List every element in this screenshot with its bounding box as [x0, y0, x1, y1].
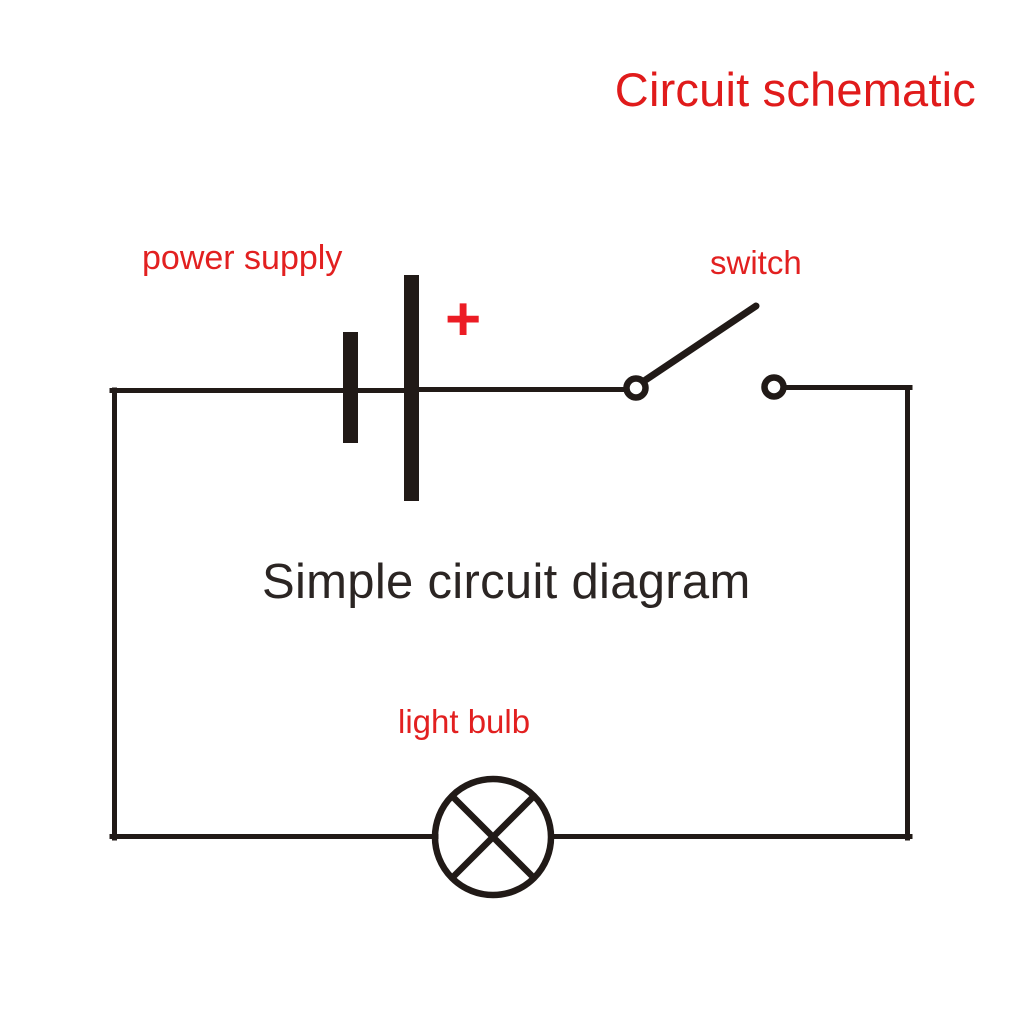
lamp-cross-stroke-b	[449, 793, 537, 881]
label-light-bulb: light bulb	[398, 703, 531, 740]
switch-symbol	[623, 302, 787, 401]
diagram-caption: Simple circuit diagram	[262, 555, 751, 609]
light-bulb-symbol	[431, 775, 555, 899]
positive-terminal-marker: +	[445, 285, 482, 354]
lamp-envelope-icon	[431, 775, 555, 899]
label-switch: switch	[710, 244, 802, 281]
circuit-wires	[109, 385, 913, 841]
switch-left-terminal	[623, 375, 649, 401]
switch-right-terminal	[761, 374, 787, 400]
battery-symbol	[343, 275, 419, 501]
battery-negative-plate	[343, 332, 358, 443]
label-power-supply: power supply	[142, 239, 343, 277]
battery-positive-plate	[404, 275, 419, 501]
page-title: Circuit schematic	[614, 63, 976, 116]
switch-lever	[637, 302, 760, 387]
